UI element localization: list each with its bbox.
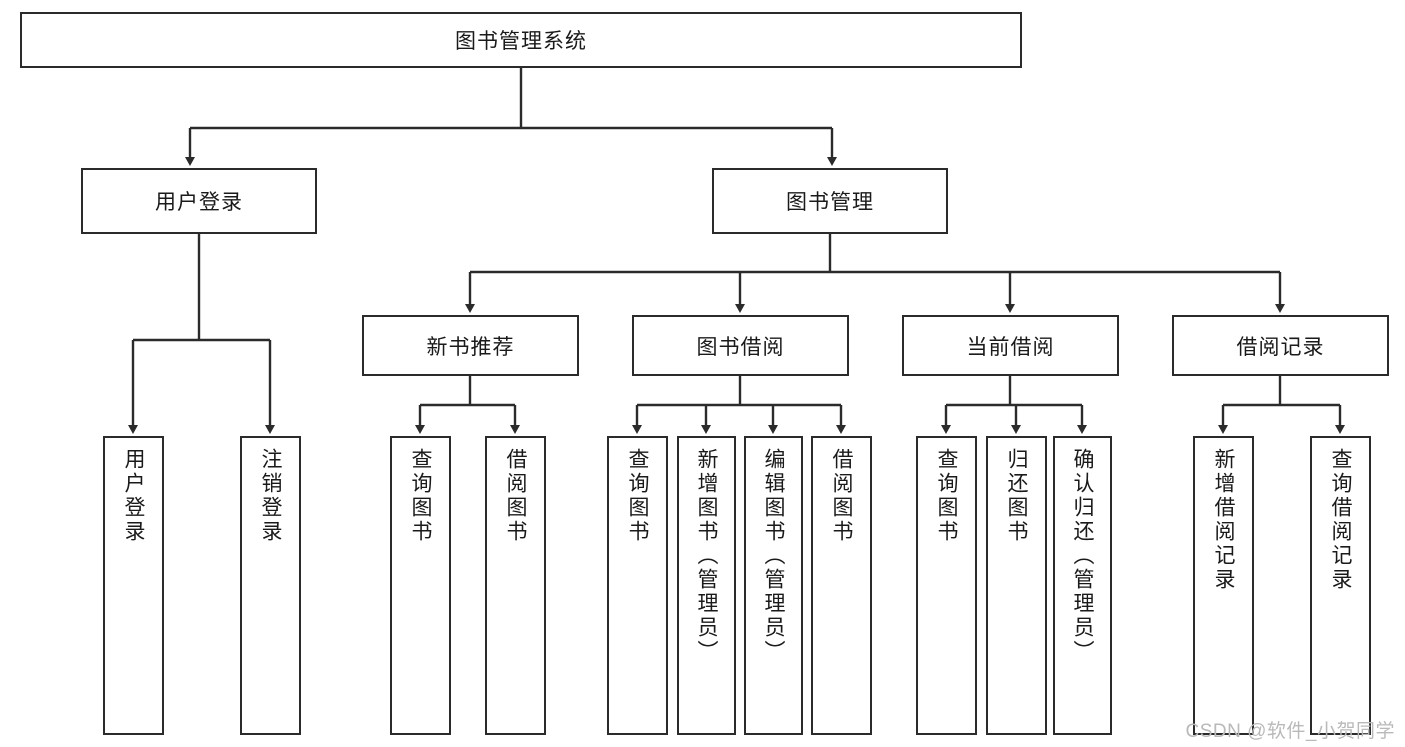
node-book-management[interactable]: 图书管理 <box>712 168 948 234</box>
edge-currentborrow-to-leaves <box>941 376 1087 434</box>
node-book-borrow[interactable]: 图书借阅 <box>632 315 849 376</box>
node-current-borrow[interactable]: 当前借阅 <box>902 315 1119 376</box>
node-leaf-borrow-book-label: 借阅图书 <box>830 448 853 544</box>
node-book-borrow-label: 图书借阅 <box>696 335 785 359</box>
node-leaf-query-book-current-label: 查询图书 <box>935 448 958 544</box>
node-new-book-recommend[interactable]: 新书推荐 <box>362 315 579 376</box>
node-leaf-user-login[interactable]: 用户登录 <box>103 436 164 735</box>
watermark-text: CSDN @软件_小贺同学 <box>1185 721 1395 742</box>
node-leaf-return-book-label: 归还图书 <box>1005 448 1028 544</box>
node-leaf-logout-login[interactable]: 注销登录 <box>240 436 301 735</box>
edge-newbook-to-leaves <box>415 376 520 434</box>
node-leaf-query-borrow-record-label: 查询借阅记录 <box>1329 448 1352 592</box>
node-leaf-query-book-rec[interactable]: 查询图书 <box>390 436 451 735</box>
node-leaf-query-book-current[interactable]: 查询图书 <box>916 436 977 735</box>
edge-root-to-level1 <box>185 68 837 166</box>
node-leaf-add-book-admin-label: 新增图书（管理员） <box>695 448 718 664</box>
node-leaf-user-login-label: 用户登录 <box>122 448 145 544</box>
node-leaf-query-book-rec-label: 查询图书 <box>409 448 432 544</box>
node-leaf-query-book-borrow[interactable]: 查询图书 <box>607 436 668 735</box>
node-leaf-borrow-book-rec-label: 借阅图书 <box>504 448 527 544</box>
node-leaf-edit-book-admin[interactable]: 编辑图书（管理员） <box>744 436 803 735</box>
edge-bookmgmt-to-level2 <box>465 234 1285 313</box>
node-leaf-confirm-return-admin[interactable]: 确认归还（管理员） <box>1053 436 1112 735</box>
node-book-management-label: 图书管理 <box>786 191 874 214</box>
node-borrow-record-label: 借阅记录 <box>1236 335 1325 359</box>
node-new-book-recommend-label: 新书推荐 <box>426 335 515 359</box>
edge-userlogin-to-leaves <box>128 234 275 434</box>
node-user-login-label: 用户登录 <box>155 191 243 214</box>
node-leaf-query-book-borrow-label: 查询图书 <box>626 448 649 544</box>
node-root[interactable]: 图书管理系统 <box>20 12 1022 68</box>
node-leaf-query-borrow-record[interactable]: 查询借阅记录 <box>1310 436 1371 735</box>
node-borrow-record[interactable]: 借阅记录 <box>1172 315 1389 376</box>
node-leaf-logout-login-label: 注销登录 <box>259 448 282 544</box>
edge-bookborrow-to-leaves <box>632 376 846 434</box>
node-leaf-add-borrow-record-label: 新增借阅记录 <box>1212 448 1235 592</box>
node-leaf-add-borrow-record[interactable]: 新增借阅记录 <box>1193 436 1254 735</box>
node-leaf-edit-book-admin-label: 编辑图书（管理员） <box>762 448 785 664</box>
node-root-label: 图书管理系统 <box>455 30 587 53</box>
node-leaf-borrow-book[interactable]: 借阅图书 <box>811 436 872 735</box>
node-leaf-borrow-book-rec[interactable]: 借阅图书 <box>485 436 546 735</box>
node-current-borrow-label: 当前借阅 <box>966 335 1055 359</box>
node-leaf-confirm-return-admin-label: 确认归还（管理员） <box>1071 448 1094 664</box>
edge-borrowrecord-to-leaves <box>1218 376 1345 434</box>
node-user-login[interactable]: 用户登录 <box>81 168 317 234</box>
node-leaf-return-book[interactable]: 归还图书 <box>986 436 1047 735</box>
node-leaf-add-book-admin[interactable]: 新增图书（管理员） <box>677 436 736 735</box>
